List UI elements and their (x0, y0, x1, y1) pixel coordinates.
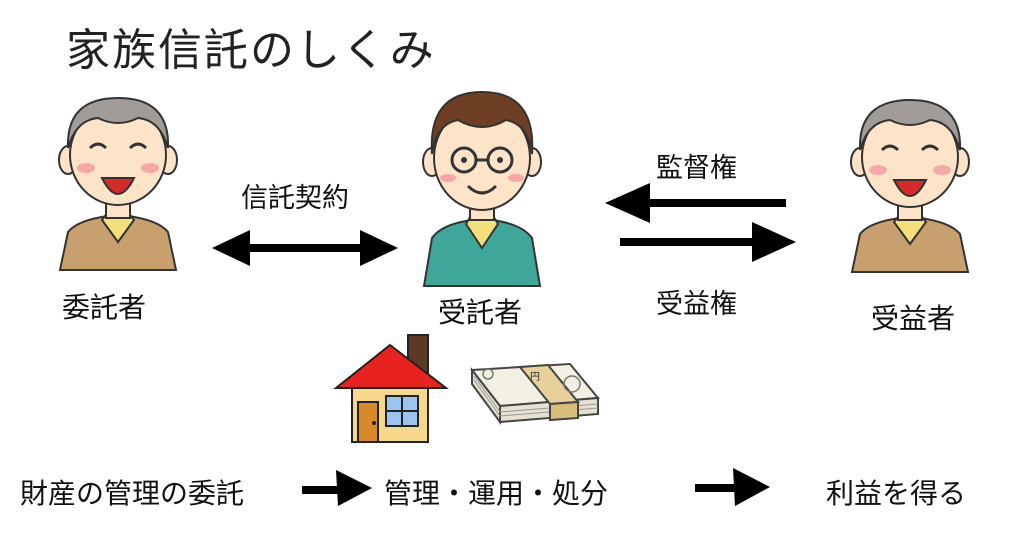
settlor-label: 委託者 (62, 291, 147, 324)
flow-arrow-1 (302, 470, 372, 506)
flow-step-1: 財産の管理の委託 (20, 477, 245, 510)
money-stack-icon: 円 (470, 362, 600, 426)
trustee-label: 受託者 (438, 296, 523, 329)
beneficiary-figure (850, 98, 970, 273)
flow-step-2: 管理・運用・処分 (384, 477, 609, 510)
trustee-figure (422, 90, 542, 287)
settlor-figure (58, 96, 178, 271)
beneficial-right-label: 受益権 (656, 289, 737, 320)
trust-contract-label: 信託契約 (241, 183, 349, 214)
beneficial-right-arrow (620, 222, 796, 262)
supervision-arrow (605, 183, 786, 223)
flow-step-3: 利益を得る (826, 477, 967, 510)
trust-contract-arrow (212, 230, 398, 266)
money-yen-label: 円 (530, 372, 540, 383)
beneficiary-label: 受益者 (871, 302, 956, 335)
page-title: 家族信託のしくみ (66, 25, 436, 76)
supervision-right-label: 監督権 (656, 153, 737, 184)
house-icon (333, 334, 449, 443)
flow-arrow-2 (695, 468, 770, 506)
